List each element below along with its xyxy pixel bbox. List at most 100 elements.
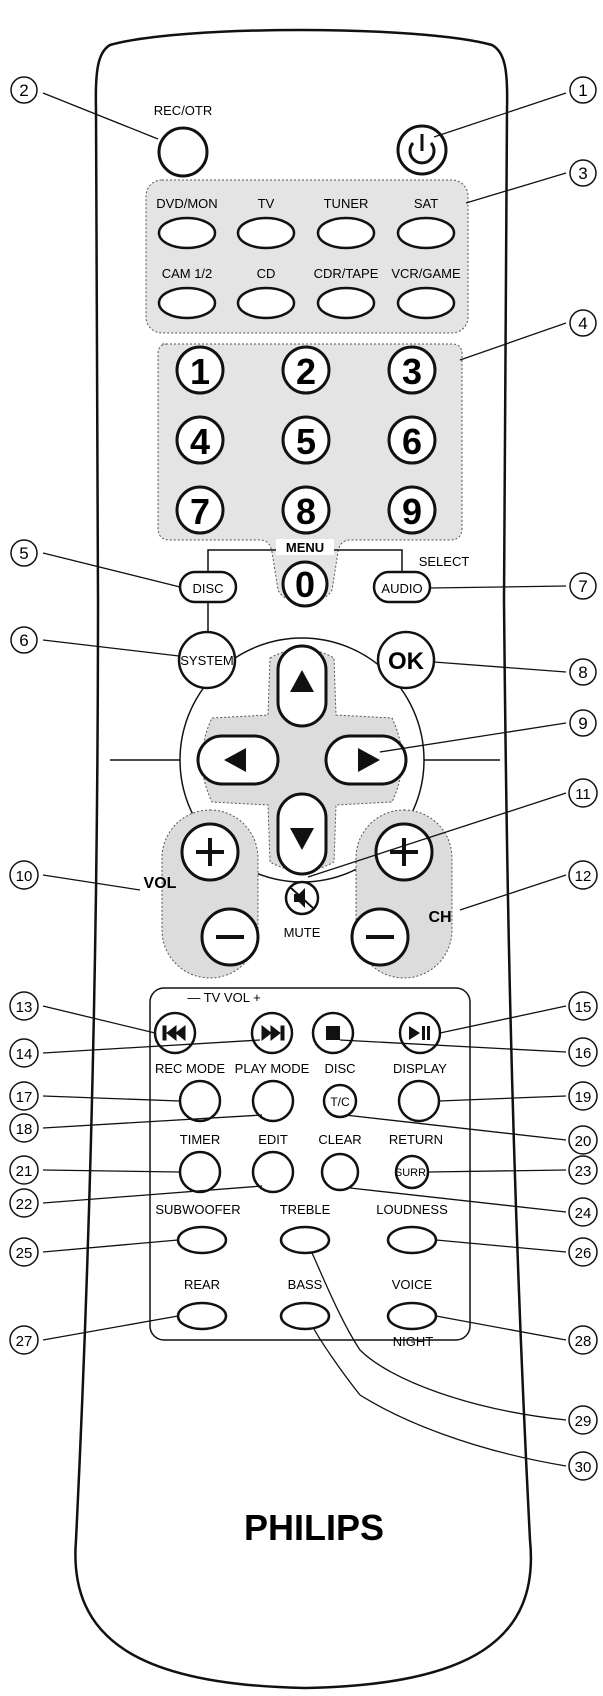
callout-circle	[568, 1405, 598, 1435]
callout-11: 11	[575, 786, 591, 803]
subwoofer-button[interactable]	[176, 1225, 228, 1255]
callout-9: 9	[578, 714, 587, 733]
cd-button[interactable]	[236, 286, 296, 320]
plus-icon	[390, 838, 418, 866]
timer-label: TIMER	[180, 1132, 220, 1147]
digit-9-label: 9	[402, 491, 422, 532]
digit-9-button[interactable]	[387, 485, 437, 535]
callout-29: 29	[575, 1413, 592, 1430]
callout-15: 15	[575, 999, 592, 1016]
callout-22: 22	[16, 1196, 33, 1213]
timer-button[interactable]	[178, 1150, 222, 1194]
disc-2-label: DISC	[324, 1061, 355, 1076]
rear-button[interactable]	[176, 1301, 228, 1331]
callout-circle	[9, 1237, 39, 1267]
callout-16: 16	[575, 1045, 592, 1062]
digit-0-button[interactable]	[281, 560, 329, 608]
tc-label: T/C	[330, 1095, 350, 1109]
play-pause-icon	[409, 1026, 430, 1040]
callout-circle	[569, 709, 597, 737]
callout-24: 24	[575, 1205, 592, 1222]
tc-button[interactable]	[322, 1083, 358, 1119]
tuner-button[interactable]	[316, 216, 376, 250]
callout-circle	[568, 1037, 598, 1067]
callout-21: 21	[16, 1163, 33, 1180]
play-mode-button[interactable]	[251, 1079, 295, 1123]
menu-label-bg	[276, 539, 334, 555]
dvd-mon-button[interactable]	[157, 216, 217, 250]
sat-button[interactable]	[396, 216, 456, 250]
callout-circle	[568, 778, 598, 808]
digit-1-button[interactable]	[175, 345, 225, 395]
tv-vol-label: — TV VOL +	[187, 990, 260, 1005]
nav-cross	[201, 648, 403, 872]
callout-circle	[9, 1325, 39, 1355]
stop-icon	[326, 1026, 340, 1040]
display-button[interactable]	[397, 1079, 441, 1123]
callout-19: 19	[575, 1089, 592, 1106]
callout-circle	[569, 658, 597, 686]
clear-button[interactable]	[320, 1152, 360, 1192]
callout-circle	[9, 860, 39, 890]
audio-button[interactable]	[372, 570, 432, 604]
vcr-game-button[interactable]	[396, 286, 456, 320]
power-icon	[408, 134, 436, 165]
up-arrow-icon	[290, 670, 314, 692]
callout-14: 14	[16, 1046, 33, 1063]
function-box	[149, 987, 471, 1341]
digit-7-button[interactable]	[175, 485, 225, 535]
system-label: SYSTEM	[180, 653, 233, 668]
clear-label: CLEAR	[318, 1132, 361, 1147]
leader-lines	[42, 92, 567, 1467]
audio-label: AUDIO	[381, 581, 422, 596]
system-button[interactable]	[177, 630, 237, 690]
numeric-panel	[157, 343, 463, 603]
callout-1: 1	[578, 81, 587, 100]
callout-26: 26	[575, 1245, 592, 1262]
digit-8-button[interactable]	[281, 485, 331, 535]
callout-18: 18	[16, 1121, 33, 1138]
callout-circle	[569, 309, 597, 337]
digit-4-label: 4	[190, 421, 210, 462]
callout-8: 8	[578, 663, 587, 682]
digit-6-button[interactable]	[387, 415, 437, 465]
callout-circle	[9, 1188, 39, 1218]
ok-button[interactable]	[376, 630, 436, 690]
digit-buttons: 1 2 3 4 5 6 7 8 9 0	[175, 345, 437, 608]
callout-13: 13	[16, 999, 33, 1016]
callout-circle	[10, 626, 38, 654]
callout-circle	[568, 1451, 598, 1481]
callout-17: 17	[16, 1089, 33, 1106]
treble-button[interactable]	[279, 1225, 331, 1255]
subwoofer-label: SUBWOOFER	[155, 1202, 240, 1217]
cdr-tape-button[interactable]	[316, 286, 376, 320]
callout-circle	[568, 1237, 598, 1267]
digit-4-button[interactable]	[175, 415, 225, 465]
digit-5-label: 5	[296, 421, 316, 462]
callout-circle	[569, 76, 597, 104]
cam-button[interactable]	[157, 286, 217, 320]
digit-8-label: 8	[296, 491, 316, 532]
mute-label: MUTE	[284, 925, 321, 940]
callout-10: 10	[16, 868, 33, 885]
digit-3-button[interactable]	[387, 345, 437, 395]
digit-5-button[interactable]	[281, 415, 331, 465]
vcr-game-label: VCR/GAME	[391, 266, 461, 281]
loudness-button[interactable]	[386, 1225, 438, 1255]
callout-circle	[568, 991, 598, 1021]
treble-label: TREBLE	[280, 1202, 331, 1217]
callout-23: 23	[575, 1163, 592, 1180]
prev-icon	[162, 1024, 186, 1042]
rec-otr-button[interactable]	[157, 126, 209, 178]
voice-night-button[interactable]	[386, 1301, 438, 1331]
bass-button[interactable]	[279, 1301, 331, 1331]
return-label: RETURN	[389, 1132, 443, 1147]
source-button-panel	[145, 179, 469, 334]
edit-button[interactable]	[251, 1150, 295, 1194]
callouts: 1 2 3 4 5 6 7 8 9 10 11 12 13 14 15 16 1…	[9, 76, 598, 1481]
digit-7-label: 7	[190, 491, 210, 532]
callout-2: 2	[19, 81, 28, 100]
tv-button[interactable]	[236, 216, 296, 250]
rec-mode-button[interactable]	[178, 1079, 222, 1123]
digit-2-button[interactable]	[281, 345, 331, 395]
